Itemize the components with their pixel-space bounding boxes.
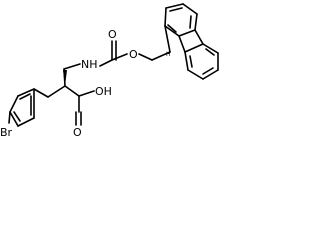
bond: [178, 35, 186, 53]
bond-inner: [189, 15, 192, 29]
bond: [33, 88, 49, 98]
bond: [164, 7, 167, 27]
bond: [182, 3, 198, 15]
bond: [184, 51, 189, 71]
bond-inner: [202, 67, 214, 75]
amino-acid-backbone: [47, 63, 81, 98]
ester-oxygen-label: O: [129, 48, 138, 61]
bond-inner: [167, 24, 177, 33]
bond: [8, 111, 11, 124]
bond-inner: [169, 7, 183, 12]
carboxylic-acid: OH O: [73, 85, 112, 139]
bond: [164, 25, 171, 53]
bond: [9, 95, 19, 113]
wedge-bond: [63, 70, 67, 86]
bond-inner: [13, 111, 21, 122]
bond: [178, 29, 196, 37]
amide-nitrogen-label: NH: [81, 58, 98, 71]
bond-inner: [189, 55, 193, 68]
bromophenyl-group: Br: [0, 88, 49, 139]
bond: [184, 43, 204, 53]
bond: [165, 3, 184, 9]
bond-inner: [19, 93, 31, 100]
bond: [151, 51, 171, 61]
bond: [78, 90, 95, 97]
bond: [64, 85, 80, 97]
fmoc-linker: O O NH: [81, 28, 171, 71]
bond: [202, 43, 219, 54]
acid-oxygen-label: O: [73, 126, 82, 139]
bond: [17, 88, 35, 97]
bromine-label: Br: [0, 126, 13, 139]
structure-diagram: H O O NH OH O: [0, 3, 219, 139]
carbonyl-oxygen-label: O: [108, 28, 117, 41]
bond: [9, 111, 19, 127]
bond: [194, 13, 198, 31]
bond: [194, 29, 204, 45]
bond: [99, 59, 113, 67]
bond: [17, 117, 35, 127]
bond: [63, 63, 81, 70]
stereo-h-label: H: [166, 51, 171, 58]
bond: [202, 69, 219, 80]
bond: [187, 69, 204, 80]
bond: [138, 53, 153, 61]
bond: [164, 25, 180, 37]
bond-inner: [205, 48, 215, 56]
hydroxyl-label: OH: [95, 85, 112, 98]
bond: [111, 53, 128, 61]
fluorenyl-group: H: [164, 3, 219, 80]
bond: [47, 85, 66, 98]
